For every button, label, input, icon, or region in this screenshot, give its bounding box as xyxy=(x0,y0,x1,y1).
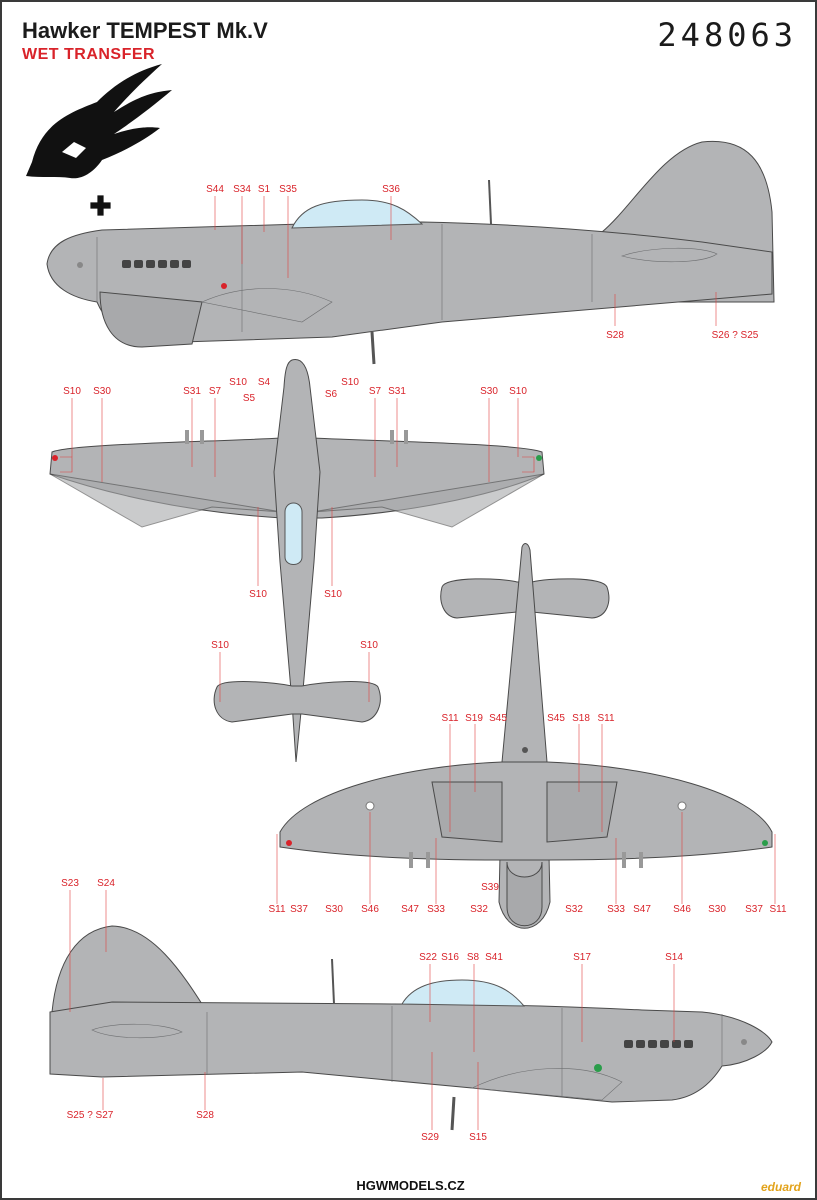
eduard-logo: eduard xyxy=(760,1180,801,1194)
footer-site: HGWMODELS.CZ xyxy=(356,1178,465,1193)
leader-lines xyxy=(69,196,776,1130)
decal-label: S31 xyxy=(183,386,201,397)
decal-label: S30 xyxy=(708,904,726,915)
decal-label: S7 xyxy=(208,386,222,397)
eagle-with-iron-cross-icon xyxy=(26,64,172,217)
decal-label: S11 xyxy=(441,713,459,724)
decal-label: S10 xyxy=(324,589,342,600)
decal-label: S32 xyxy=(470,904,488,915)
decal-label: S6 xyxy=(324,389,338,400)
decal-label: S37 xyxy=(290,904,308,915)
decal-label: S28 xyxy=(196,1110,214,1121)
decal-label: S1 xyxy=(257,184,271,195)
decal-label: S30 xyxy=(325,904,343,915)
sheet-subtitle: WET TRANSFER xyxy=(22,46,156,63)
decal-label: S46 xyxy=(361,904,379,915)
decal-label: S17 xyxy=(573,952,591,963)
decal-label: S22 xyxy=(419,952,437,963)
decal-label: S26 ? S25 xyxy=(711,330,759,341)
decal-label: S10 xyxy=(211,640,229,651)
decal-label: S4 xyxy=(257,377,271,388)
decal-label: S29 xyxy=(421,1132,439,1143)
decal-label: S33 xyxy=(607,904,625,915)
decal-label: S39 xyxy=(481,882,499,893)
decal-label: S41 xyxy=(485,952,503,963)
decal-label: S28 xyxy=(606,330,624,341)
decal-label: S5 xyxy=(242,393,256,404)
decal-label: S11 xyxy=(268,904,286,915)
decal-label: S45 xyxy=(547,713,565,724)
decal-label: S16 xyxy=(441,952,459,963)
decal-label: S10 xyxy=(63,386,81,397)
bottom-view xyxy=(279,543,773,929)
decal-label: S10 xyxy=(229,377,247,388)
decal-label: S10 xyxy=(341,377,359,388)
decal-label: S14 xyxy=(665,952,683,963)
side-view-left xyxy=(46,140,775,365)
decal-label: S23 xyxy=(61,878,79,889)
decal-label: S36 xyxy=(382,184,400,195)
decal-label: S44 xyxy=(206,184,224,195)
decal-label: S24 xyxy=(97,878,115,889)
decal-label: S11 xyxy=(597,713,615,724)
sheet-title: Hawker TEMPEST Mk.V xyxy=(22,18,268,43)
decal-label: S7 xyxy=(368,386,382,397)
decal-label: S47 xyxy=(633,904,651,915)
decal-label: S32 xyxy=(565,904,583,915)
decal-label: S11 xyxy=(769,904,787,915)
decal-label: S35 xyxy=(279,184,297,195)
decal-label: S45 xyxy=(489,713,507,724)
decal-label: S30 xyxy=(93,386,111,397)
decal-label: S10 xyxy=(249,589,267,600)
decal-label: S8 xyxy=(466,952,480,963)
decal-label: S46 xyxy=(673,904,691,915)
decal-label: S10 xyxy=(360,640,378,651)
decal-label: S19 xyxy=(465,713,483,724)
decal-label: S34 xyxy=(233,184,251,195)
decal-label: S25 ? S27 xyxy=(66,1110,114,1121)
decal-label: S15 xyxy=(469,1132,487,1143)
decal-label: S18 xyxy=(572,713,590,724)
decal-label: S47 xyxy=(401,904,419,915)
decal-label: S33 xyxy=(427,904,445,915)
decal-label: S30 xyxy=(480,386,498,397)
decal-label: S10 xyxy=(509,386,527,397)
product-code: 248063 xyxy=(657,16,797,54)
decal-label: S31 xyxy=(388,386,406,397)
side-view-right xyxy=(49,925,773,1131)
top-view xyxy=(49,358,545,763)
decal-label: S37 xyxy=(745,904,763,915)
